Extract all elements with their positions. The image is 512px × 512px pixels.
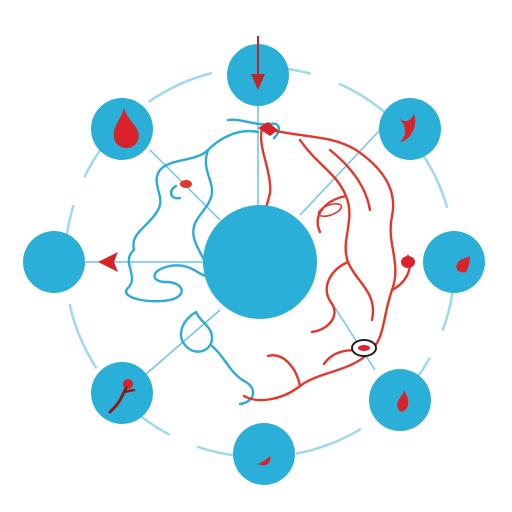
node-bottom [233, 423, 295, 485]
node-lower-right [369, 369, 431, 431]
node-top [227, 36, 289, 106]
kidney-icon [398, 114, 416, 142]
blood-drop-icon [258, 456, 271, 466]
arrow-left-icon [98, 252, 118, 272]
figure-icon [108, 379, 136, 414]
center-hub [203, 205, 317, 319]
node-lower-left [91, 362, 153, 424]
heart-drop-icon [113, 108, 139, 149]
blood-drop-icon [397, 390, 409, 412]
arrow-down-icon [251, 36, 265, 90]
venous-vessels [124, 118, 281, 406]
node-upper-right [379, 98, 441, 160]
vessel-details [180, 122, 415, 357]
node-right [423, 231, 485, 293]
blood-drop-icon [456, 256, 470, 273]
node-left [23, 231, 118, 293]
node-upper-left [91, 98, 153, 160]
